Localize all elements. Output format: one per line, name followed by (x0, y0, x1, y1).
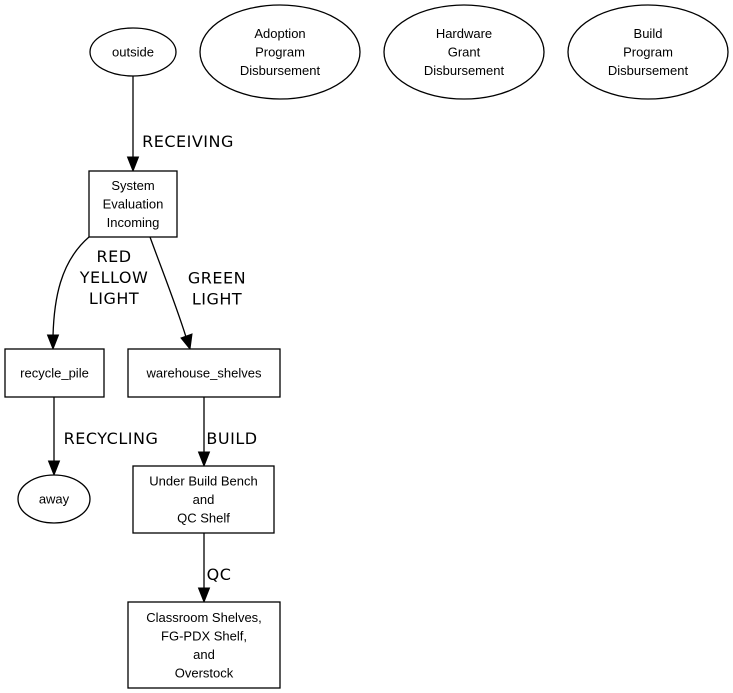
node-box (127, 348, 281, 398)
edge-label: RED (96, 247, 131, 266)
edge-recycle-pile-to-away: RECYCLING (47, 397, 159, 477)
nodes-layer: outsideAdoptionProgramDisbursementHardwa… (4, 4, 729, 689)
edge-under-build-to-classroom: QC (197, 533, 232, 604)
edge-label: GREEN (188, 269, 246, 288)
arrowhead-icon (197, 587, 211, 604)
node-label: System (111, 178, 154, 193)
node-ellipse (567, 4, 729, 100)
node-label: Disbursement (424, 63, 505, 78)
node-ellipse (17, 474, 91, 524)
node-label: FG-PDX Shelf, (161, 628, 247, 643)
node-label: and (193, 492, 215, 507)
edge-system-eval-to-warehouse-shelves: GREEN LIGHT (149, 236, 246, 351)
edge-line (149, 236, 187, 338)
node-label: Under Build Bench (149, 474, 257, 489)
node-label: Incoming (107, 215, 160, 230)
node-label: QC Shelf (177, 511, 230, 526)
node-ellipse (383, 4, 545, 100)
node-box (132, 465, 275, 534)
node-label: outside (112, 45, 154, 60)
node-label: recycle_pile (20, 366, 89, 381)
node-label: Disbursement (240, 63, 321, 78)
node-label: Classroom Shelves, (146, 610, 262, 625)
edges-layer: RECEIVING RED YELLOW LIGHT GREEN LIGHT RECYCLI… (46, 76, 257, 604)
arrowhead-icon (126, 156, 140, 173)
node-label: Build (634, 26, 663, 41)
node-classroom: Classroom Shelves, FG-PDX Shelf, andOverst… (127, 601, 281, 689)
edge-label: LIGHT (89, 289, 139, 308)
node-ellipse (199, 4, 361, 100)
node-label: Hardware (436, 26, 492, 41)
node-label: Adoption (254, 26, 305, 41)
node-recycle-pile: recycle_pile (4, 348, 105, 398)
node-label: Program (623, 45, 673, 60)
edge-label: RECYCLING (64, 429, 159, 448)
node-outside: outside (89, 27, 177, 77)
node-under-build: Under Build Bench and QC Shelf (132, 465, 275, 534)
node-warehouse-shelves: warehouse_shelves (127, 348, 281, 398)
edge-label: RECEIVING (142, 132, 234, 151)
node-label: Program (255, 45, 305, 60)
edge-line (52, 236, 90, 337)
arrowhead-icon (197, 451, 211, 468)
node-label: Disbursement (608, 63, 689, 78)
node-box (4, 348, 105, 398)
edge-label: YELLOW (79, 268, 149, 287)
node-label: warehouse_shelves (146, 366, 262, 381)
edge-system-eval-to-recycle-pile: RED YELLOW LIGHT (46, 236, 149, 351)
node-label: and (193, 647, 215, 662)
edge-label: LIGHT (192, 290, 242, 309)
node-box (127, 601, 281, 689)
arrowhead-icon (180, 333, 193, 351)
node-label: Evaluation (103, 197, 164, 212)
node-ellipse (89, 27, 177, 77)
node-label: away (39, 492, 70, 507)
edge-label: BUILD (206, 429, 257, 448)
edge-warehouse-shelves-to-under-build: BUILD (197, 397, 257, 468)
arrowhead-icon (47, 460, 61, 477)
edge-outside-to-system-eval: RECEIVING (126, 76, 234, 173)
node-away: away (17, 474, 91, 524)
node-label: Overstock (175, 665, 234, 680)
arrowhead-icon (46, 334, 60, 351)
node-label: Grant (448, 45, 481, 60)
node-box (88, 170, 178, 238)
edge-label: QC (207, 565, 232, 584)
